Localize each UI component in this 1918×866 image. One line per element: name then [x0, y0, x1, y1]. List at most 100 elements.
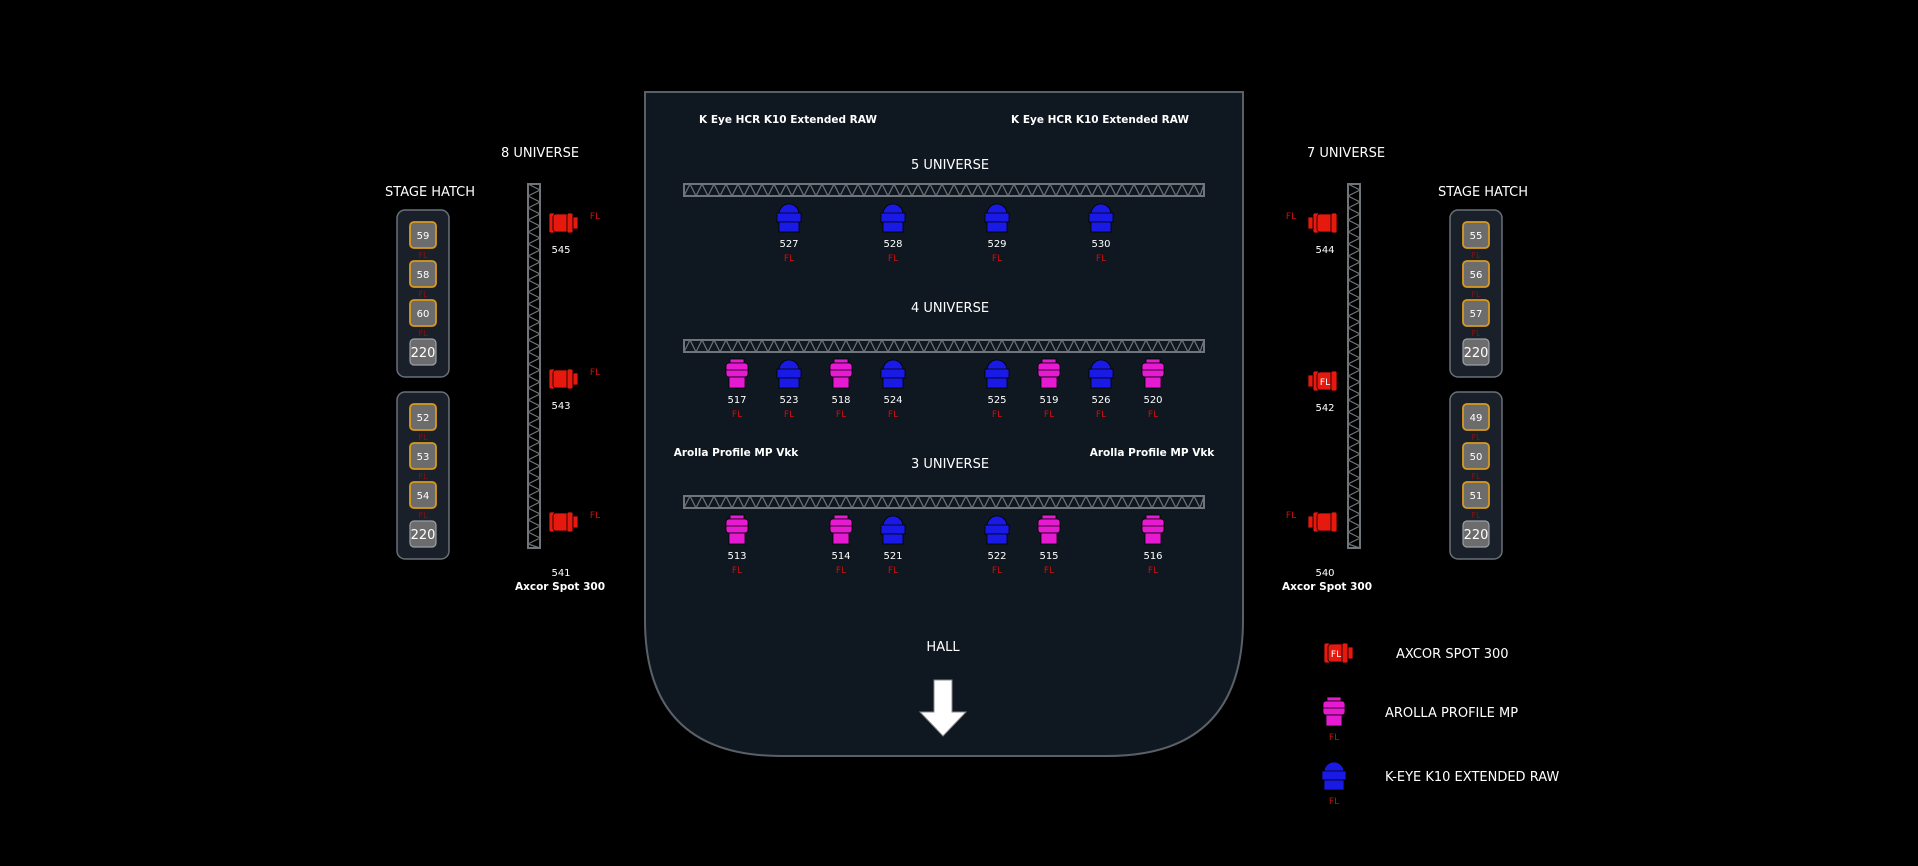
hatch-slot-number: 50	[1470, 452, 1483, 463]
fl-label: FL	[836, 566, 846, 576]
hatch-slot-220[interactable]: 220	[409, 520, 437, 548]
k-eye-label-left: K Eye HCR K10 Extended RAW	[699, 114, 877, 126]
stage-hatch-right-title: STAGE HATCH	[1438, 185, 1528, 200]
fl-label: FL	[836, 410, 846, 420]
fl-label: FL	[732, 566, 742, 576]
fl-label: FL	[1286, 511, 1296, 521]
fl-label: FL	[1044, 410, 1054, 420]
fl-label: FL	[888, 566, 898, 576]
fl-label: FL	[992, 410, 1002, 420]
fixture-number: 527	[779, 239, 798, 250]
axcor-label-left: Axcor Spot 300	[515, 581, 605, 593]
fixture-number: 518	[831, 395, 850, 406]
universe-4-title: 4 UNIVERSE	[911, 301, 989, 316]
fl-label: FL	[418, 472, 428, 481]
fl-label: FL	[1286, 212, 1296, 222]
fl-label: FL	[992, 566, 1002, 576]
stage-area	[644, 91, 1244, 757]
truss-3-universe	[683, 494, 1205, 509]
fixture-number: 516	[1143, 551, 1162, 562]
fixture-number: 526	[1091, 395, 1110, 406]
fl-label: FL	[418, 290, 428, 299]
fixture-number: 520	[1143, 395, 1162, 406]
hatch-slot-220[interactable]: 220	[1462, 520, 1490, 548]
universe-3-title: 3 UNIVERSE	[911, 457, 989, 472]
fixture-number: 528	[883, 239, 902, 250]
legend-label: K-EYE K10 EXTENDED RAW	[1385, 770, 1559, 785]
k-eye-label-right: K Eye HCR K10 Extended RAW	[1011, 114, 1189, 126]
truss-left-vertical	[527, 183, 542, 549]
universe-5-title: 5 UNIVERSE	[911, 158, 989, 173]
legend-label: AXCOR SPOT 300	[1396, 647, 1509, 662]
hatch-slot-220[interactable]: 220	[1462, 338, 1490, 366]
hatch-slot-number: 56	[1470, 270, 1483, 281]
fl-label: FL	[1471, 472, 1481, 481]
truss-4-universe	[683, 338, 1205, 353]
hatch-slot-number: 51	[1470, 491, 1483, 502]
hatch-slot-220[interactable]: 220	[409, 338, 437, 366]
hatch-slot-number: 220	[1464, 528, 1489, 543]
fl-label: FL	[1148, 410, 1158, 420]
fl-label: FL	[418, 433, 428, 442]
hatch-slot-number: 49	[1470, 413, 1483, 424]
hatch-slot-number: 53	[417, 452, 430, 463]
fl-label: FL	[1044, 566, 1054, 576]
fl-label: FL	[1329, 733, 1339, 743]
fixture-number: 530	[1091, 239, 1110, 250]
fl-label: FL	[1471, 290, 1481, 299]
hatch-slot-number: 220	[1464, 346, 1489, 361]
fl-label: FL	[418, 511, 428, 520]
fixture-number: 529	[987, 239, 1006, 250]
fixture-number: 522	[987, 551, 1006, 562]
hall-label: HALL	[926, 640, 960, 655]
hatch-slot-number: 58	[417, 270, 430, 281]
fl-label: FL	[1331, 650, 1341, 660]
fl-label: FL	[992, 254, 1002, 264]
stage-hatch-left-title: STAGE HATCH	[385, 185, 475, 200]
arolla-label-right: Arolla Profile MP Vkk	[1090, 447, 1216, 459]
fl-label: FL	[1096, 254, 1106, 264]
fixture-number: 515	[1039, 551, 1058, 562]
fixture-number: 519	[1039, 395, 1058, 406]
universe-7-title: 7 UNIVERSE	[1307, 146, 1385, 161]
